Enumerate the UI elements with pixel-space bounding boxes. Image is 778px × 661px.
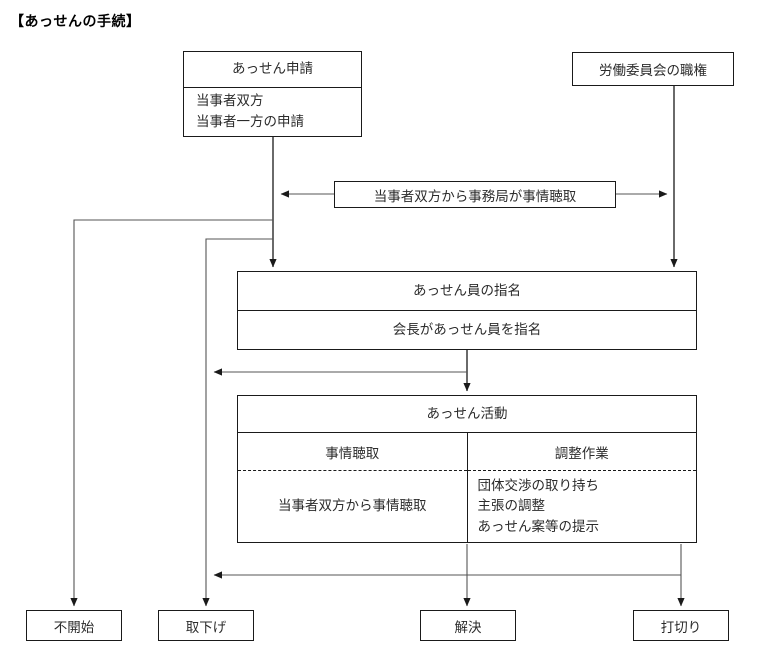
node-designation-body: 会長があっせん員を指名 [392, 321, 542, 337]
terminal-not-started: 不開始 [26, 610, 122, 641]
terminal-not-started-label: 不開始 [53, 619, 95, 635]
node-activity-column-hearing: 事情聴取 当事者双方から事情聴取 [238, 433, 468, 542]
node-secretariat-hearing: 当事者双方から事務局が事情聴取 [334, 181, 616, 208]
node-authority: 労働委員会の職権 [572, 52, 734, 86]
node-activity-column-hearing-body: 当事者双方から事情聴取 [278, 498, 427, 514]
node-activity-column-hearing-head: 事情聴取 [238, 433, 467, 471]
node-activity-column-adjustment-body: 団体交渉の取り持ち 主張の調整 あっせん案等の提示 [477, 478, 600, 534]
terminal-resolved-label: 解決 [454, 619, 482, 635]
node-designation-header: あっせん員の指名 [238, 272, 696, 311]
terminal-withdrawn-label: 取下げ [185, 619, 227, 635]
node-application: あっせん申請 当事者双方 当事者一方の申請 [183, 51, 362, 137]
terminal-discontinued-label: 打切り [660, 619, 702, 635]
page-title: 【あっせんの手続】 [10, 13, 141, 29]
node-activity: あっせん活動 事情聴取 当事者双方から事情聴取 調整作業 団体交渉の取り持ち 主… [237, 395, 697, 543]
node-application-body: 当事者双方 当事者一方の申請 [196, 93, 304, 130]
node-activity-columns: 事情聴取 当事者双方から事情聴取 調整作業 団体交渉の取り持ち 主張の調整 あっ… [238, 433, 696, 542]
node-activity-column-adjustment: 調整作業 団体交渉の取り持ち 主張の調整 あっせん案等の提示 [467, 433, 696, 542]
node-designation: あっせん員の指名 会長があっせん員を指名 [237, 271, 697, 350]
node-application-header: あっせん申請 [184, 52, 361, 89]
node-activity-column-adjustment-head: 調整作業 [467, 433, 696, 471]
node-secretariat-hearing-label: 当事者双方から事務局が事情聴取 [373, 188, 577, 204]
node-authority-label: 労働委員会の職権 [599, 63, 707, 78]
terminal-withdrawn: 取下げ [158, 610, 254, 641]
terminal-resolved: 解決 [420, 610, 516, 641]
terminal-discontinued: 打切り [633, 610, 729, 641]
node-activity-header: あっせん活動 [238, 396, 696, 433]
